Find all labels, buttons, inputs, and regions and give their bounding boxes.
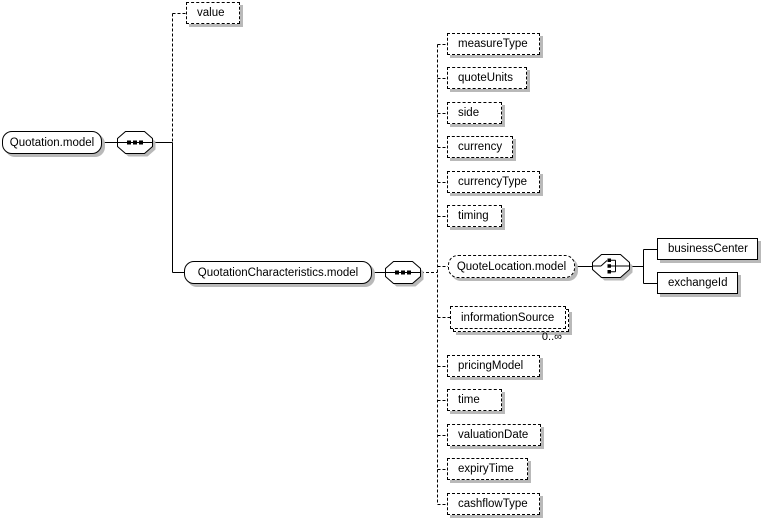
node-expiry-time[interactable]: expiryTime — [447, 458, 528, 480]
node-time[interactable]: time — [447, 389, 502, 411]
node-exchange-id[interactable]: exchangeId — [657, 272, 738, 294]
choice-connector-icon[interactable] — [592, 254, 633, 282]
node-timing[interactable]: timing — [447, 205, 502, 227]
node-quotation-model[interactable]: Quotation.model — [2, 131, 102, 154]
node-valuation-date[interactable]: valuationDate — [447, 424, 541, 446]
node-quote-location-model[interactable]: QuoteLocation.model — [448, 255, 575, 278]
node-measure-type[interactable]: measureType — [447, 33, 540, 55]
occurrence-label: 0..∞ — [541, 331, 562, 343]
node-information-source[interactable]: informationSource — [450, 306, 569, 332]
node-currency-type[interactable]: currencyType — [447, 171, 540, 193]
dashed-connector-lines — [172, 13, 450, 505]
node-currency[interactable]: currency — [447, 136, 513, 158]
node-pricing-model[interactable]: pricingModel — [447, 355, 540, 377]
sequence-connector-icon[interactable] — [385, 261, 426, 289]
node-information-source-label[interactable]: informationSource — [450, 306, 566, 329]
node-side[interactable]: side — [447, 102, 502, 124]
sequence-connector-icon[interactable] — [117, 131, 158, 159]
node-value[interactable]: value — [186, 2, 240, 24]
node-cashflow-type[interactable]: cashflowType — [447, 493, 540, 515]
node-quotation-characteristics-model[interactable]: QuotationCharacteristics.model — [184, 261, 372, 284]
node-quote-units[interactable]: quoteUnits — [447, 67, 527, 89]
node-business-center[interactable]: businessCenter — [657, 238, 758, 260]
